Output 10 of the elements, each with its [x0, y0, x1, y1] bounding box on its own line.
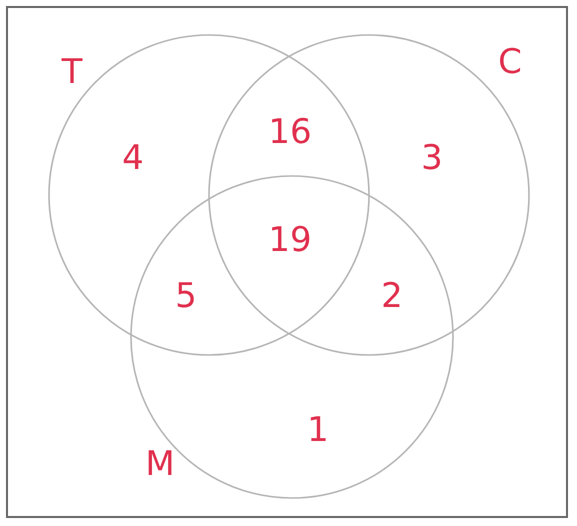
region-count: 1	[307, 413, 329, 447]
set-label: C	[498, 45, 522, 79]
region-count: 19	[268, 223, 312, 257]
region-count: 16	[268, 115, 312, 149]
region-count: 4	[122, 141, 144, 175]
region-count: 3	[421, 141, 443, 175]
set-label: M	[145, 447, 175, 481]
region-count: 2	[381, 279, 403, 313]
set-label: T	[62, 55, 82, 89]
region-count: 5	[175, 279, 197, 313]
